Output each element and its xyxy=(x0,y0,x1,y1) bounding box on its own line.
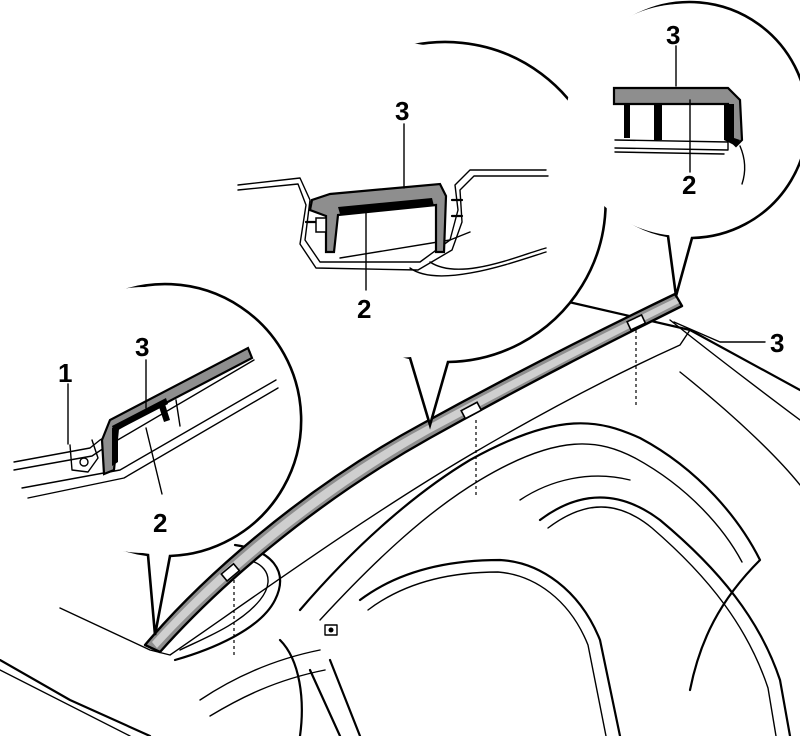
leader-line-main-3 xyxy=(673,321,766,343)
roof-trim-strip xyxy=(143,292,684,654)
label-center-2: 2 xyxy=(357,294,371,324)
label-left-1: 1 xyxy=(58,358,72,388)
detail-right-bubble: 3 2 xyxy=(566,0,800,297)
label-main-3: 3 xyxy=(770,328,784,358)
car-roof-body xyxy=(0,298,800,736)
label-left-3: 3 xyxy=(135,332,149,362)
label-left-2: 2 xyxy=(153,508,167,538)
label-center-3: 3 xyxy=(395,96,409,126)
label-right-2: 2 xyxy=(682,170,696,200)
detail-left-bubble: 1 3 2 xyxy=(12,282,303,636)
label-right-3: 3 xyxy=(666,20,680,50)
projection-lines xyxy=(233,330,637,655)
detail-center-bubble: 3 2 xyxy=(235,40,607,430)
